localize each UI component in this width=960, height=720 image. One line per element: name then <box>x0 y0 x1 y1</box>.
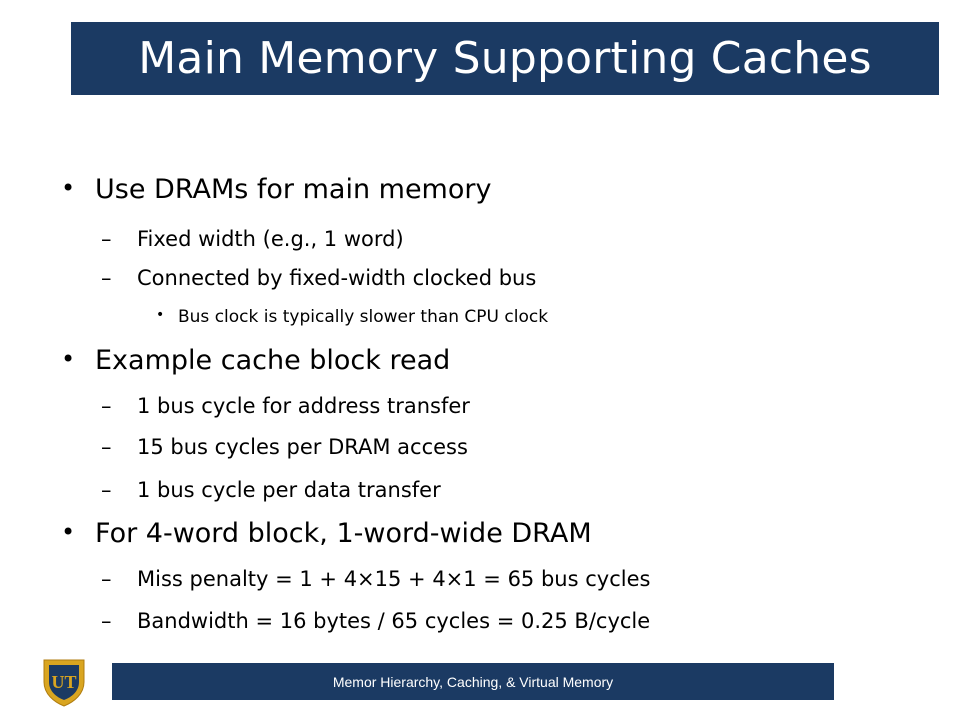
sub-bullet-4: – 15 bus cycles per DRAM access <box>101 435 468 459</box>
sub-bullet-text: Connected by fixed-width clocked bus <box>137 266 537 290</box>
bullet-1: • Use DRAMs for main memory <box>61 174 492 205</box>
dash-marker: – <box>101 394 112 418</box>
dash-marker: – <box>101 609 112 633</box>
sub-bullet-6: – Miss penalty = 1 + 4×15 + 4×1 = 65 bus… <box>101 567 651 591</box>
bullet-marker: • <box>156 307 165 323</box>
bullet-marker: • <box>61 345 76 373</box>
sub-bullet-2: – Connected by fixed-width clocked bus <box>101 266 537 290</box>
sub-bullet-text: 1 bus cycle per data transfer <box>137 478 441 502</box>
sub-bullet-3: – 1 bus cycle for address transfer <box>101 394 470 418</box>
sub-bullet-5: – 1 bus cycle per data transfer <box>101 478 441 502</box>
sub-sub-bullet-1: • Bus clock is typically slower than CPU… <box>156 307 549 327</box>
sub-bullet-text: 1 bus cycle for address transfer <box>137 394 470 418</box>
dash-marker: – <box>101 227 112 251</box>
sub-sub-bullet-text: Bus clock is typically slower than CPU c… <box>178 307 549 327</box>
bullet-marker: • <box>61 174 76 202</box>
footer-bar: Memor Hierarchy, Caching, & Virtual Memo… <box>112 663 834 700</box>
sub-bullet-7: – Bandwidth = 16 bytes / 65 cycles = 0.2… <box>101 609 651 633</box>
footer-text: Memor Hierarchy, Caching, & Virtual Memo… <box>332 673 614 690</box>
dash-marker: – <box>101 478 112 502</box>
sub-bullet-1: – Fixed width (e.g., 1 word) <box>101 227 404 251</box>
bullet-3: • For 4-word block, 1-word-wide DRAM <box>61 518 592 549</box>
sub-bullet-text: 15 bus cycles per DRAM access <box>137 435 468 459</box>
shield-crest-icon: UT <box>40 656 88 708</box>
bullet-text: Use DRAMs for main memory <box>95 174 492 205</box>
sub-bullet-text: Fixed width (e.g., 1 word) <box>137 227 404 251</box>
title-bar: Main Memory Supporting Caches <box>71 22 939 95</box>
sub-bullet-text: Bandwidth = 16 bytes / 65 cycles = 0.25 … <box>137 609 651 633</box>
bullet-text: For 4-word block, 1-word-wide DRAM <box>95 518 592 549</box>
slide-title: Main Memory Supporting Caches <box>138 33 872 84</box>
bullet-2: • Example cache block read <box>61 345 451 376</box>
sub-bullet-text: Miss penalty = 1 + 4×15 + 4×1 = 65 bus c… <box>137 567 651 591</box>
bullet-marker: • <box>61 518 76 546</box>
dash-marker: – <box>101 567 112 591</box>
bullet-text: Example cache block read <box>95 345 451 376</box>
dash-marker: – <box>101 266 112 290</box>
dash-marker: – <box>101 435 112 459</box>
logo-text: UT <box>51 672 76 692</box>
